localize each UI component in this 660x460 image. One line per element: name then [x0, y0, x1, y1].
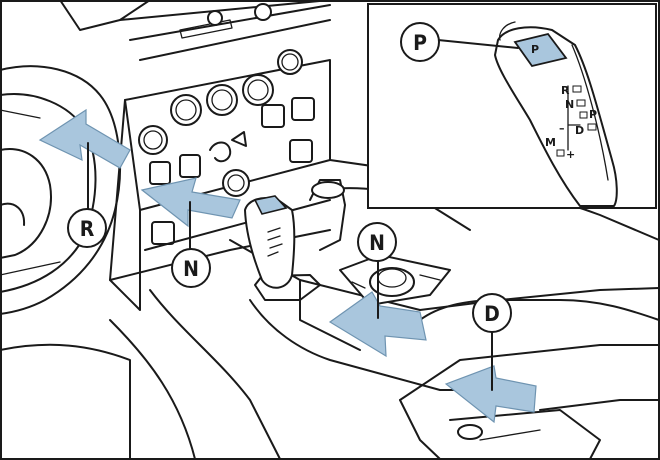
- gate-n: N: [565, 98, 574, 111]
- gate-d: D: [575, 124, 584, 137]
- inset-gear-detail: P R N P – D M + P: [368, 4, 656, 208]
- callout-r-label: R: [80, 217, 95, 241]
- callout-n-left-label: N: [183, 257, 199, 281]
- console-button: [262, 105, 284, 127]
- callout-d-label: D: [484, 302, 500, 326]
- knob-icon: [208, 11, 222, 25]
- knob-icon: [139, 126, 167, 154]
- cupholder-icon: [458, 425, 482, 439]
- console-button: [292, 98, 314, 120]
- gate-minus: –: [559, 122, 565, 135]
- knob-icon: [223, 170, 249, 196]
- console-button: [290, 140, 312, 162]
- console-button: [152, 222, 174, 244]
- gate-plus: +: [566, 148, 575, 161]
- callout-p-label: P: [413, 31, 427, 55]
- callout-n-center-label: N: [369, 231, 385, 255]
- inset-p-button-label: P: [531, 43, 539, 56]
- console-button: [150, 162, 170, 184]
- controller-knob-icon: [370, 268, 414, 296]
- console-button: [180, 155, 200, 177]
- knob-icon: [255, 4, 271, 20]
- gate-m: M: [545, 136, 556, 149]
- gate-p: P: [589, 108, 597, 121]
